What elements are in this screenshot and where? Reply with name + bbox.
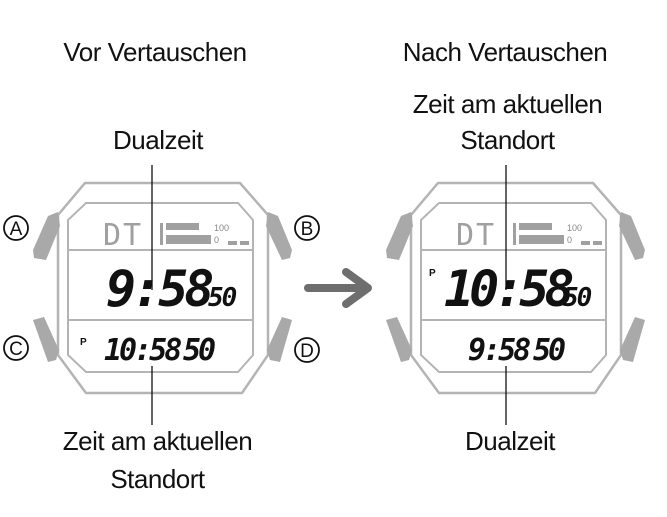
mode-indicator: DT — [103, 218, 143, 253]
button-c-label — [3, 335, 29, 361]
left-title: Vor Vertauschen — [63, 37, 247, 67]
svg-text:A: A — [10, 219, 23, 240]
button-d-shape — [267, 317, 292, 362]
right-top-label-line2: Standort — [460, 125, 555, 155]
right-arrow-icon — [304, 268, 372, 308]
right-top-label-line1: Zeit am aktuellen — [412, 89, 603, 119]
lower-seconds: 50 — [533, 333, 565, 368]
button-c-shape — [386, 317, 412, 362]
button-a-shape — [33, 212, 60, 260]
button-c-shape — [33, 317, 59, 362]
lower-pm-indicator: P — [80, 337, 87, 348]
right-bottom-label: Dualzeit — [465, 426, 555, 456]
svg-text:100: 100 — [567, 223, 582, 233]
svg-text:D: D — [300, 341, 314, 362]
svg-text:C: C — [9, 339, 23, 360]
lower-time: 10:58 — [104, 333, 181, 368]
left-top-label: Dualzeit — [113, 125, 203, 155]
button-d-label — [294, 337, 320, 363]
right-title: Nach Vertauschen — [402, 37, 608, 67]
upper-pm-indicator: P — [429, 268, 436, 279]
watch-display-outline — [67, 202, 254, 373]
mode-indicator: DT — [456, 218, 496, 253]
button-b-shape — [266, 212, 292, 260]
button-a-shape — [386, 212, 413, 260]
svg-text:100: 100 — [214, 223, 229, 233]
button-b-shape — [619, 212, 645, 260]
button-a-label — [3, 215, 29, 241]
svg-text:0: 0 — [567, 235, 572, 245]
watch-case-outline — [56, 181, 270, 395]
left-watch: A C B D DT 100 0 9:58 50 P 10:58 50 — [3, 165, 320, 425]
right-watch: DT 100 0 P 10:58 50 9:58 50 — [386, 165, 645, 425]
upper-time: 10:58 — [444, 260, 572, 318]
left-bottom-label-line1: Zeit am aktuellen — [62, 426, 253, 456]
watch-display-outline — [420, 202, 607, 373]
button-d-shape — [620, 317, 645, 362]
left-bottom-label-line2: Standort — [110, 464, 205, 494]
upper-time: 9:58 — [106, 260, 212, 318]
watch-case-outline — [409, 181, 623, 395]
upper-seconds: 50 — [563, 283, 592, 313]
svg-text:0: 0 — [214, 235, 219, 245]
lower-seconds: 50 — [183, 333, 215, 368]
lower-time: 9:58 — [468, 333, 530, 368]
button-b-label — [294, 215, 320, 241]
svg-text:B: B — [301, 219, 314, 240]
upper-seconds: 50 — [208, 283, 237, 313]
